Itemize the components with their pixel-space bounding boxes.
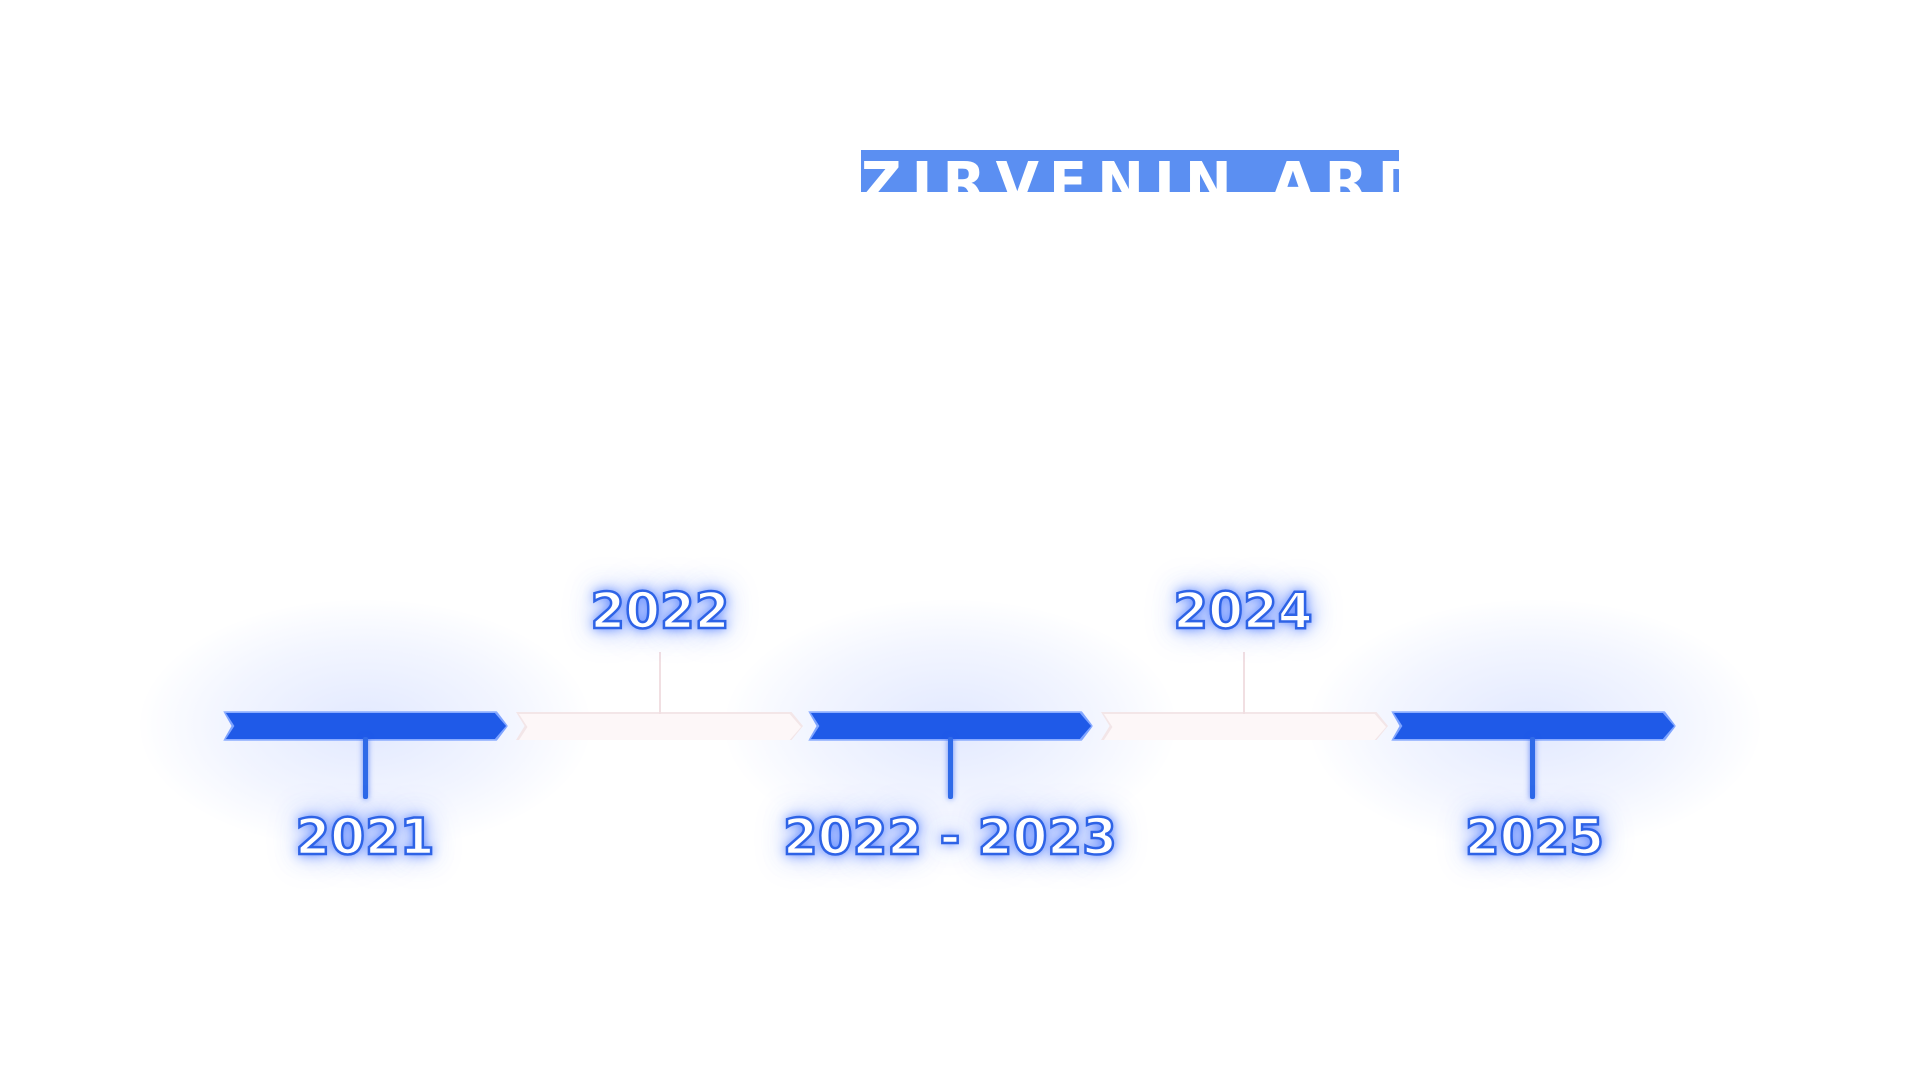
timeline-segment-3: [811, 713, 1091, 739]
page-title: ZIRVENIN ARDI: [861, 151, 1399, 193]
title-band: ZIRVENIN ARDI: [861, 150, 1399, 192]
timeline-segment-1: [226, 713, 506, 739]
timeline-segment-4: [1104, 714, 1386, 740]
year-label-2021: 2021: [294, 808, 436, 866]
connector-line-2025: [1530, 737, 1535, 799]
connector-line-2022-2023: [948, 737, 953, 799]
timeline-segment-5: [1394, 713, 1674, 739]
connector-line-2024: [1243, 652, 1245, 714]
year-label-2022-2023: 2022 - 2023: [782, 808, 1118, 866]
year-label-2022: 2022: [589, 582, 731, 640]
year-label-2024: 2024: [1172, 582, 1314, 640]
timeline-segment-2: [519, 714, 801, 740]
connector-line-2021: [363, 737, 368, 799]
connector-line-2022: [659, 652, 661, 714]
year-label-2025: 2025: [1464, 808, 1606, 866]
